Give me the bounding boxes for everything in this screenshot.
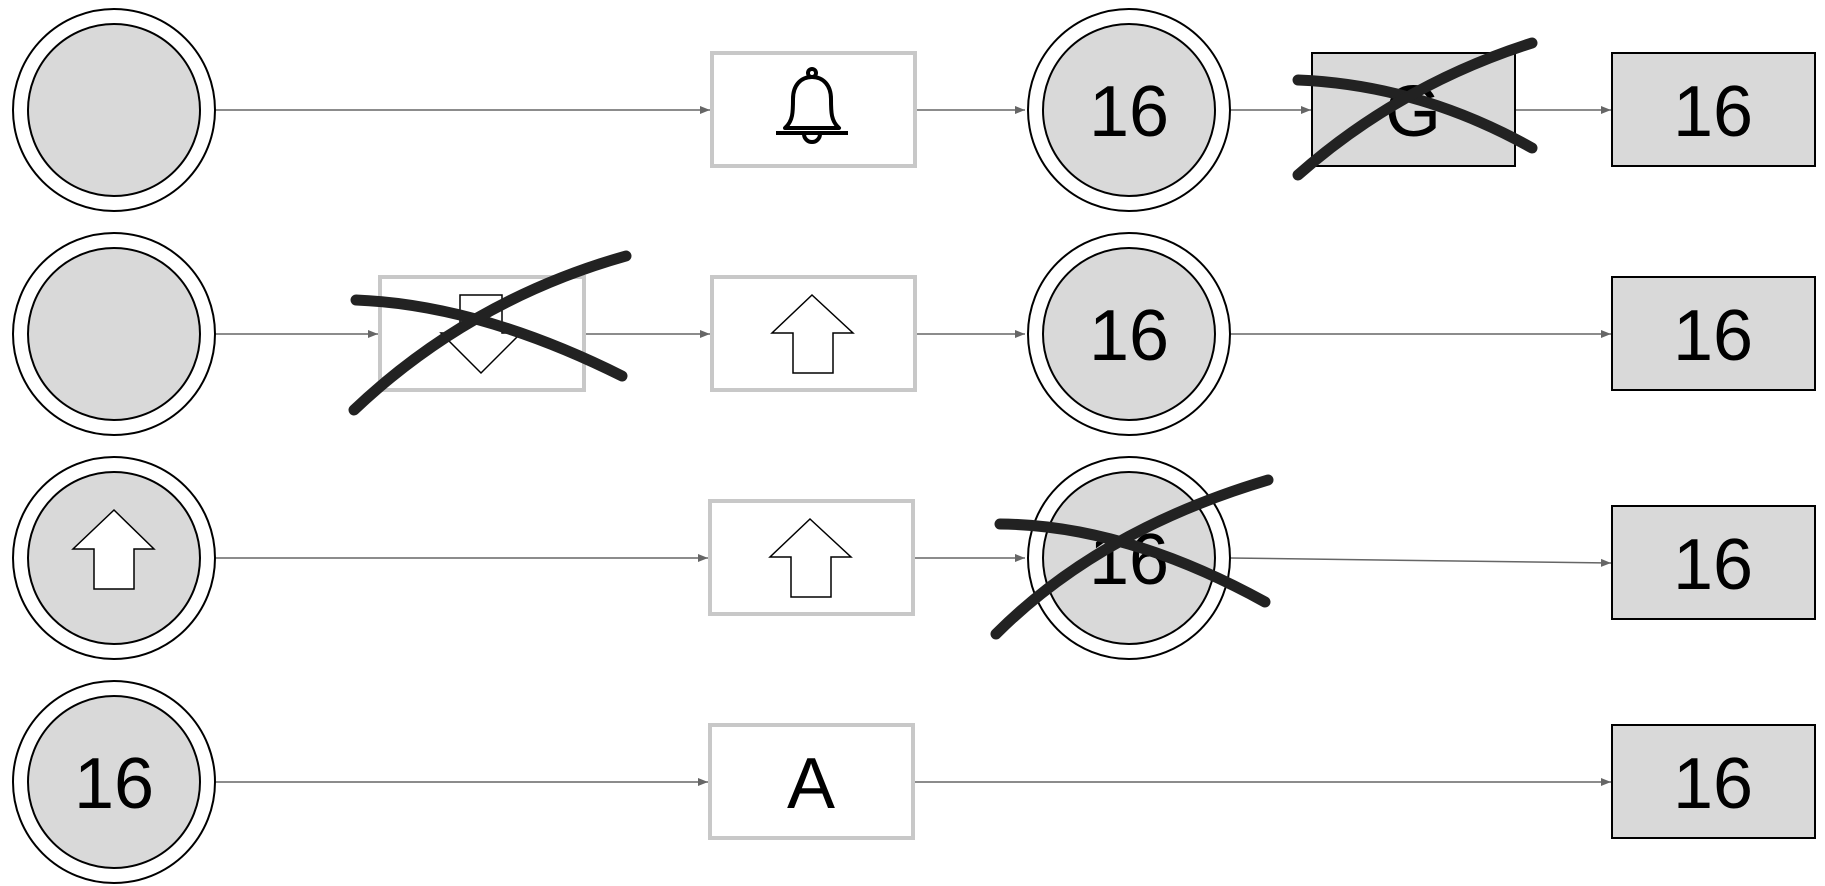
- node-label: 16: [1089, 72, 1169, 152]
- node-circle: 16: [1027, 232, 1231, 436]
- node-circle: [12, 232, 216, 436]
- node-box: 16: [1611, 52, 1816, 167]
- cross-mark-icon: [348, 250, 632, 416]
- arrow-up-icon: [768, 517, 853, 598]
- arrow-up-icon: [770, 293, 855, 374]
- bell-icon: [776, 67, 848, 144]
- node-circle: [12, 8, 216, 212]
- diagram-row-1: 16 16: [12, 232, 1816, 436]
- node-label: A: [787, 744, 835, 824]
- node-box: 16: [1611, 276, 1816, 391]
- node-label: 16: [1673, 72, 1753, 152]
- node-box: G: [1292, 37, 1538, 181]
- node-label: 16: [1673, 744, 1753, 824]
- cross-mark-icon: [990, 474, 1274, 640]
- diagram-row-3: 16 A 16: [12, 680, 1816, 884]
- arrow-up-icon: [71, 508, 156, 590]
- diagram-row-2: 16 16: [12, 456, 1816, 660]
- node-box: A: [708, 723, 915, 840]
- node-box: [710, 275, 917, 392]
- node-box: 16: [1611, 505, 1816, 620]
- node-label: 16: [1673, 525, 1753, 605]
- node-circle: 16: [990, 456, 1274, 660]
- node-box: 16: [1611, 724, 1816, 839]
- node-circle: 16: [1027, 8, 1231, 212]
- node-circle: [12, 456, 216, 660]
- edge-r2-2-3: [1229, 557, 1612, 567]
- cross-mark-icon: [1292, 37, 1538, 181]
- node-box: [348, 250, 632, 416]
- node-box: [710, 51, 917, 168]
- node-box: [708, 499, 915, 616]
- node-label: 16: [1089, 296, 1169, 376]
- node-circle: 16: [12, 680, 216, 884]
- node-label: 16: [74, 744, 154, 824]
- diagram-row-0: 16 G 16: [12, 8, 1816, 212]
- node-label: 16: [1673, 296, 1753, 376]
